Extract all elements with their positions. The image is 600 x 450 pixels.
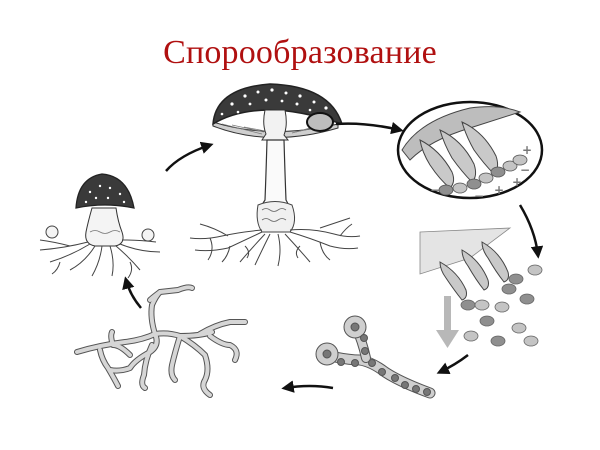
arrow-germination-to-mycelium — [281, 380, 334, 393]
gill-magnified: + + + − − − — [396, 100, 544, 203]
spore-release — [419, 227, 543, 348]
page-title: Спорообразование — [163, 34, 437, 71]
magnify-circle — [306, 112, 334, 132]
plus-sign: + — [494, 183, 504, 197]
arrow-mycelium-to-young — [122, 276, 142, 309]
minus-sign: − — [430, 183, 440, 197]
down-arrow-icon — [436, 296, 459, 348]
arrow-release-to-germination — [436, 354, 469, 374]
spore-germination — [315, 315, 436, 399]
plus-sign: + — [512, 175, 522, 189]
mycelium — [74, 284, 248, 398]
arrow-gill-to-release — [518, 204, 544, 259]
mycelium-roots — [189, 217, 361, 267]
cap-spots — [220, 88, 328, 116]
young-mushroom — [39, 173, 161, 279]
spores — [460, 264, 543, 347]
plus-sign: + — [522, 143, 532, 157]
minus-sign: − — [474, 189, 484, 203]
arrow-mature-to-gill — [335, 121, 404, 135]
mature-mushroom — [189, 83, 361, 267]
cycle-arrows — [122, 121, 544, 393]
cap — [212, 83, 344, 126]
young-cap — [75, 173, 135, 209]
arrow-young-to-mature — [165, 141, 214, 172]
minus-sign: − — [520, 163, 530, 177]
